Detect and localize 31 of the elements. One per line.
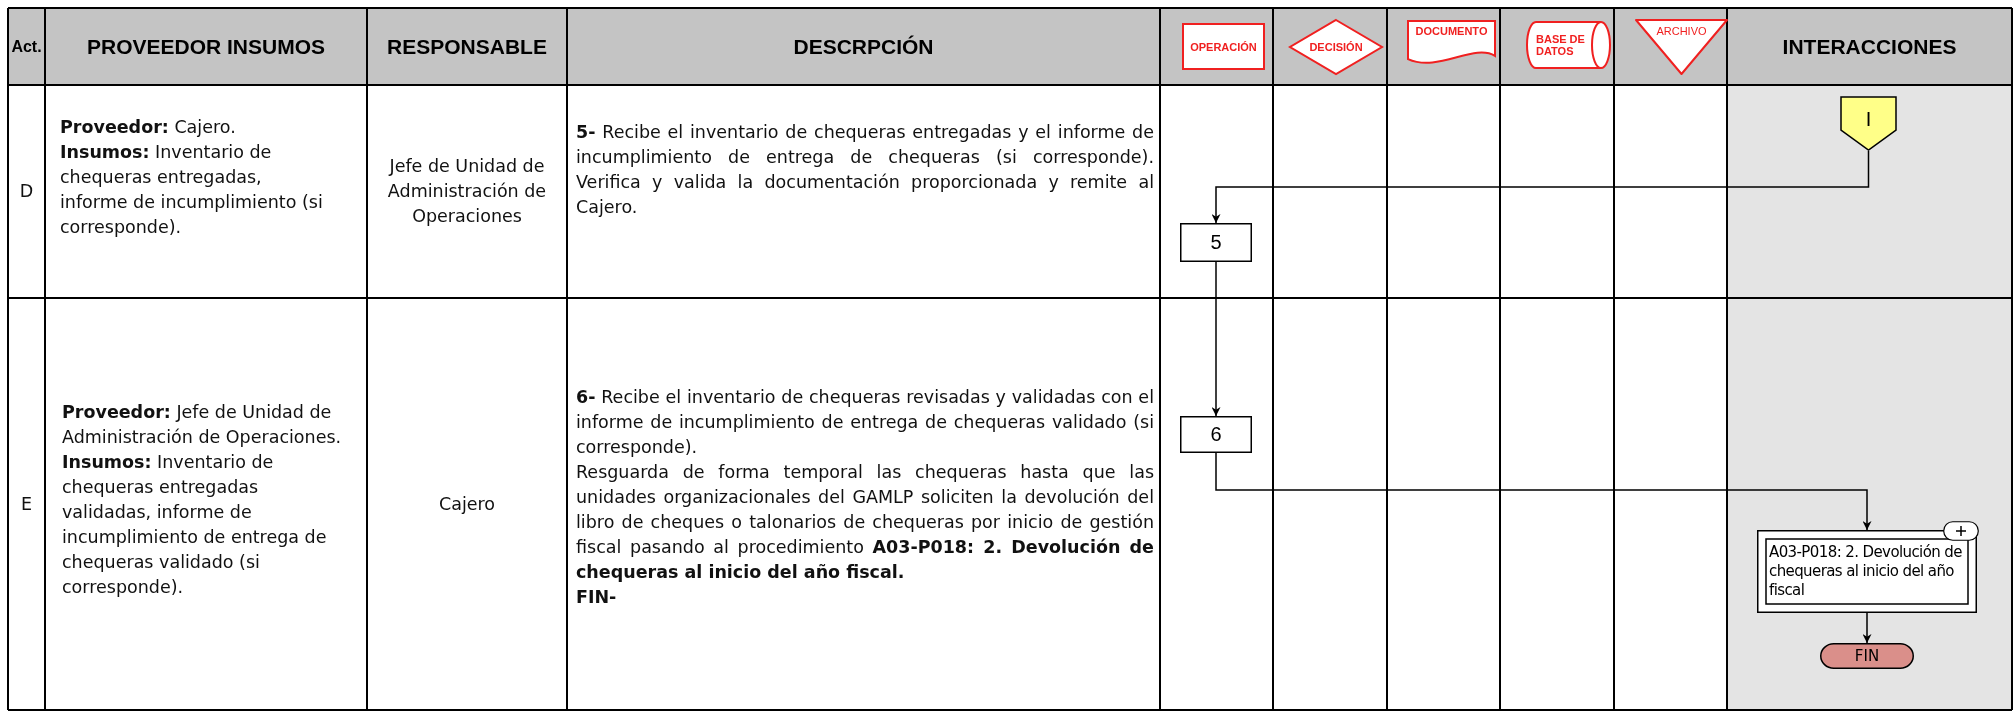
column-header: RESPONSABLE — [387, 34, 547, 59]
description-text: 5- Recibe el inventario de chequeras entregadas y el informe de incumplimiento de entrega de chequeras (si corresponde). Verifica y valida la documentación proporcionada y remite al Cajero. — [576, 121, 1154, 219]
supplier-text: Proveedor: Jefe de Unidad de Administración de Operaciones. — [62, 401, 342, 449]
process-box: 5 — [1180, 223, 1252, 262]
arrow — [1215, 452, 1872, 531]
column-header: Act. — [11, 37, 42, 56]
closing-text: FIN- — [576, 586, 618, 609]
description-text: Resguarda de forma temporal las chequeras hasta que las unidades organizacionales del GAMLP soliciten la devolución del libro de cheques o talonarios de chequeras por inicio de gestión fiscal pasando al procedimiento A03-P018: 2. Devolución de chequeras al inicio del año fiscal. — [576, 461, 1154, 584]
row-letter: D — [19, 180, 34, 203]
process-box: 6 — [1180, 416, 1252, 453]
decision-symbol: DECISIÓN — [1289, 19, 1383, 75]
database-symbol: BASE DE DATOS — [1526, 21, 1611, 69]
column-header: DESCRPCIÓN — [793, 34, 934, 59]
row-letter: E — [20, 492, 33, 516]
supplier-text: Proveedor: Cajero. — [60, 116, 237, 139]
arrow — [1862, 612, 1872, 644]
arrow — [1211, 150, 1870, 224]
responsible-text: Jefe de Unidad de Administración de Operaciones — [386, 155, 548, 228]
description-text: 6- Recibe el inventario de chequeras revisadas y validadas con el informe de incumplimiento de entrega de chequeras validado (si corresponde). — [576, 386, 1154, 459]
connector-symbol: I — [1840, 96, 1897, 151]
end-terminator: FIN — [1820, 643, 1914, 669]
document-symbol: DOCUMENTO — [1407, 20, 1496, 66]
responsible-text: Cajero — [438, 492, 496, 516]
inputs-text: Insumos: Inventario de chequeras entregadas, informe de incumplimiento (si corresponde). — [60, 141, 324, 239]
subprocess-box: A03-P018: 2. Devolución de chequeras al inicio del año fiscal — [1757, 530, 1977, 613]
operation-symbol: OPERACIÓN — [1182, 23, 1265, 70]
arrow — [1211, 261, 1221, 417]
inputs-text: Insumos: Inventario de chequeras entregadas validadas, informe de incumplimiento de entrega de chequeras validado (si corresponde). — [62, 451, 328, 599]
archive-symbol: ARCHIVO — [1635, 19, 1728, 75]
column-header: PROVEEDOR INSUMOS — [86, 34, 325, 59]
column-header: INTERACCIONES — [1782, 34, 1957, 59]
